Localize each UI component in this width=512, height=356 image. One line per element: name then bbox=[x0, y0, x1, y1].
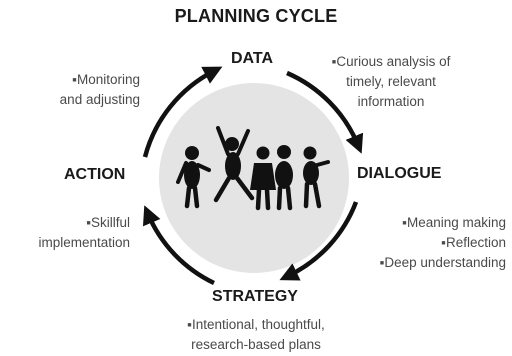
child-silhouette-5 bbox=[303, 146, 330, 209]
note-line: implementation bbox=[38, 235, 130, 250]
note-line: ▪Meaning making bbox=[402, 215, 506, 230]
arrow-strategy-to-action bbox=[143, 205, 215, 286]
note-line: ▪Deep understanding bbox=[379, 255, 506, 270]
note-line: information bbox=[357, 94, 425, 109]
arrow-action-to-data bbox=[142, 66, 223, 158]
child-silhouette-1 bbox=[176, 146, 211, 209]
note-line: ▪Monitoring bbox=[72, 72, 140, 87]
note-line: ▪Skillful bbox=[86, 215, 130, 230]
diagram-title: PLANNING CYCLE bbox=[174, 6, 338, 26]
child-silhouette-3 bbox=[250, 146, 276, 211]
arrow-dialogue-to-strategy bbox=[279, 201, 359, 281]
dialogue-notes: ▪Meaning making ▪Reflection ▪Deep unders… bbox=[338, 213, 506, 273]
children-silhouette-icon bbox=[176, 126, 330, 211]
action-notes-top: ▪Monitoring and adjusting bbox=[20, 70, 140, 110]
arrow-data-to-dialogue bbox=[286, 70, 364, 154]
note-line: ▪Reflection bbox=[441, 235, 506, 250]
strategy-notes: ▪Intentional, thoughtful, research-based… bbox=[140, 315, 372, 355]
stage-data-label: DATA bbox=[230, 50, 274, 67]
action-notes-bottom: ▪Skillful implementation bbox=[12, 213, 130, 253]
data-notes: ▪Curious analysis of timely, relevant in… bbox=[316, 52, 466, 112]
stage-strategy-label: STRATEGY bbox=[212, 288, 298, 305]
note-line: ▪Curious analysis of bbox=[331, 54, 451, 69]
stage-dialogue-label: DIALOGUE bbox=[357, 165, 442, 182]
child-silhouette-2 bbox=[213, 126, 255, 203]
child-silhouette-4 bbox=[275, 145, 293, 211]
note-line: ▪Intentional, thoughtful, bbox=[187, 317, 325, 332]
note-line: timely, relevant bbox=[346, 74, 436, 89]
note-line: and adjusting bbox=[59, 92, 140, 107]
stage-action-label: ACTION bbox=[64, 166, 126, 183]
note-line: research-based plans bbox=[191, 337, 321, 352]
